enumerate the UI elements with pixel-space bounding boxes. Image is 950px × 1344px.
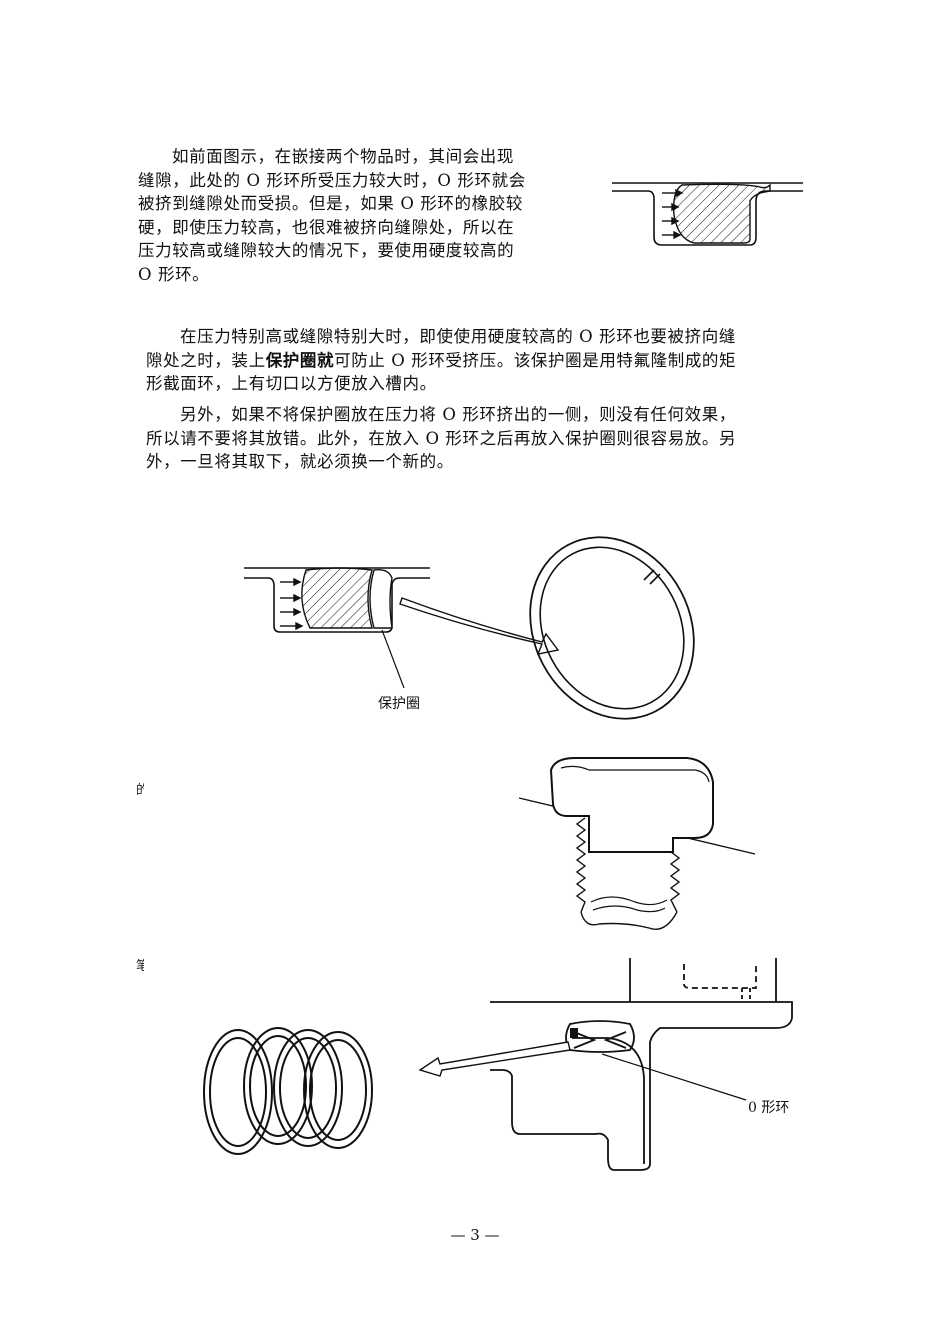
paragraph-1-line: 缝隙，此处的 O 形环所受压力较大时，O 形环就会	[138, 170, 526, 190]
paragraph-3: 另外，如果不将保护圈放在压力将 O 形环挤出的一侧，则没有任何效果， 所以请不要…	[146, 403, 806, 474]
backup-ring-label: 保护圈	[378, 696, 420, 712]
paragraph-1-line: 如前面图示，在嵌接两个物品时，其间会出现	[172, 147, 514, 166]
o-ring-extrusion-figure	[612, 182, 803, 246]
paragraph-3-line: 所以请不要将其放错。此外，在放入 O 形环之后再放入保护圈则很容易放。另	[146, 428, 737, 448]
paragraph-1-line: 硬，即使压力较高，也很难被挤向缝隙处，所以在	[138, 217, 515, 237]
paragraph-2-line: 形截面环，上有切口以方便放入槽内。	[146, 374, 437, 393]
paragraph-2-line: 隙处之时，装上保护圈就可防止 O 形环受挤压。该保护圈是用特氟隆制成的矩	[146, 349, 806, 373]
paragraph-3-line: 外，一旦将其取下，就必须换一个新的。	[146, 452, 454, 471]
text-run: 隙处之时，装上	[146, 350, 266, 370]
o-rings-and-housing-figure	[203, 958, 793, 1171]
text-fragment: 的	[136, 783, 144, 798]
text-fragment: 笔	[136, 959, 144, 974]
threaded-plug-figure	[518, 757, 756, 930]
text-run: 可防止 O 形环受挤压。该保护圈是用特氟隆制成的矩	[334, 350, 737, 370]
paragraph-1-line: 压力较高或缝隙较大的情况下，要使用硬度较高的	[138, 241, 515, 260]
paragraph-1-line: 被挤到缝隙处而受损。但是，如果 O 形环的橡胶较	[138, 194, 523, 213]
backup-ring-term: 保护圈就	[265, 350, 335, 370]
backup-ring-figure	[244, 536, 695, 720]
paragraph-2-line: 在压力特别高或缝隙特别大时，即使使用硬度较高的 O 形环也要被挤向缝	[180, 327, 736, 346]
page-number: — 3 —	[450, 1226, 500, 1244]
paragraph-3-line: 另外，如果不将保护圈放在压力将 O 形环挤出的一侧，则没有任何效果，	[180, 405, 736, 424]
paragraph-1: 如前面图示，在嵌接两个物品时，其间会出现 缝隙，此处的 O 形环所受压力较大时，…	[138, 145, 578, 286]
paragraph-2: 在压力特别高或缝隙特别大时，即使使用硬度较高的 O 形环也要被挤向缝 隙处之时，…	[146, 325, 806, 396]
paragraph-1-line: O 形环。	[138, 264, 210, 284]
o-ring-label: 0 形环	[748, 1100, 790, 1116]
